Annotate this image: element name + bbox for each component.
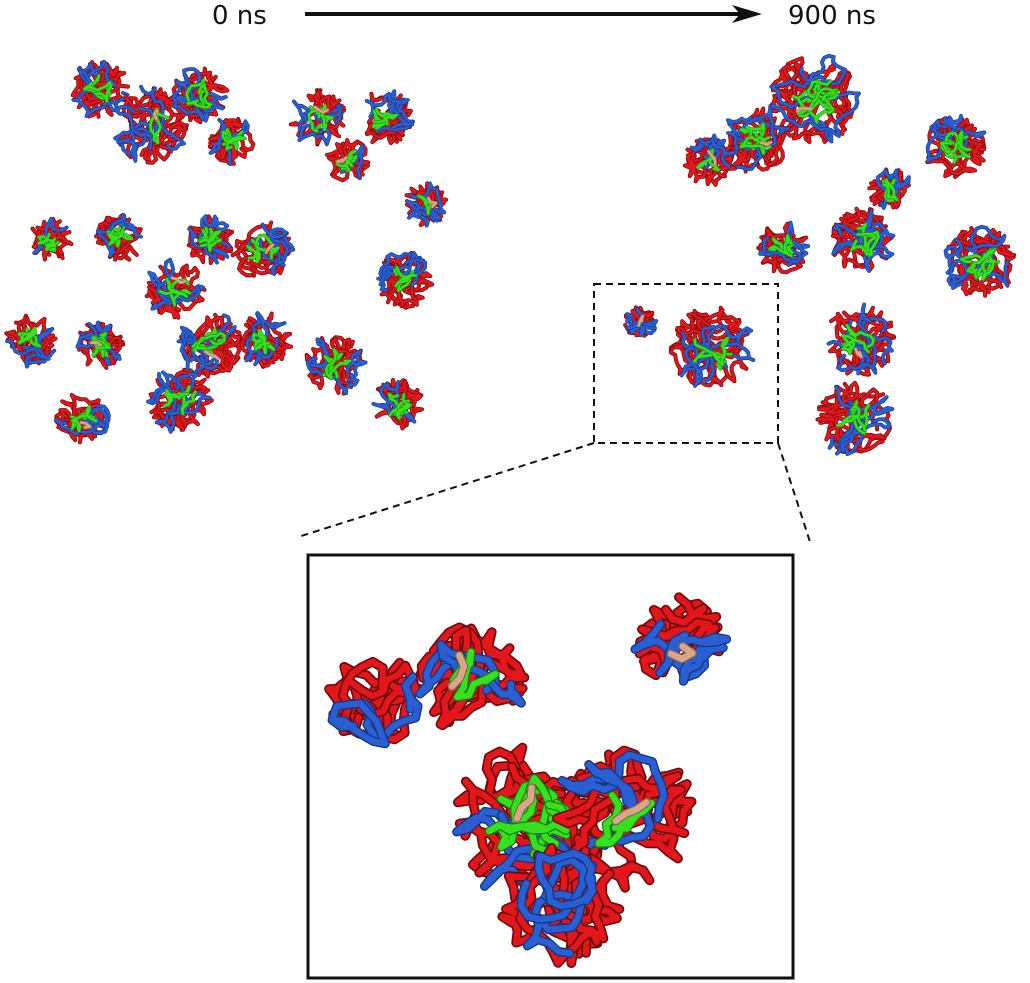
- inset-aggregate-structure: [324, 592, 732, 969]
- highlight-box: [593, 283, 779, 444]
- final-state-panel: [623, 53, 1017, 457]
- inset-panel: [306, 553, 795, 980]
- zoom-connector-lines: [297, 442, 812, 546]
- initial-state-panel: [4, 59, 449, 445]
- timeline-arrow: [305, 5, 762, 23]
- inset-frame: [306, 553, 795, 980]
- end-time-label: 900 ns: [788, 1, 876, 31]
- start-time-label: 0 ns: [212, 1, 267, 31]
